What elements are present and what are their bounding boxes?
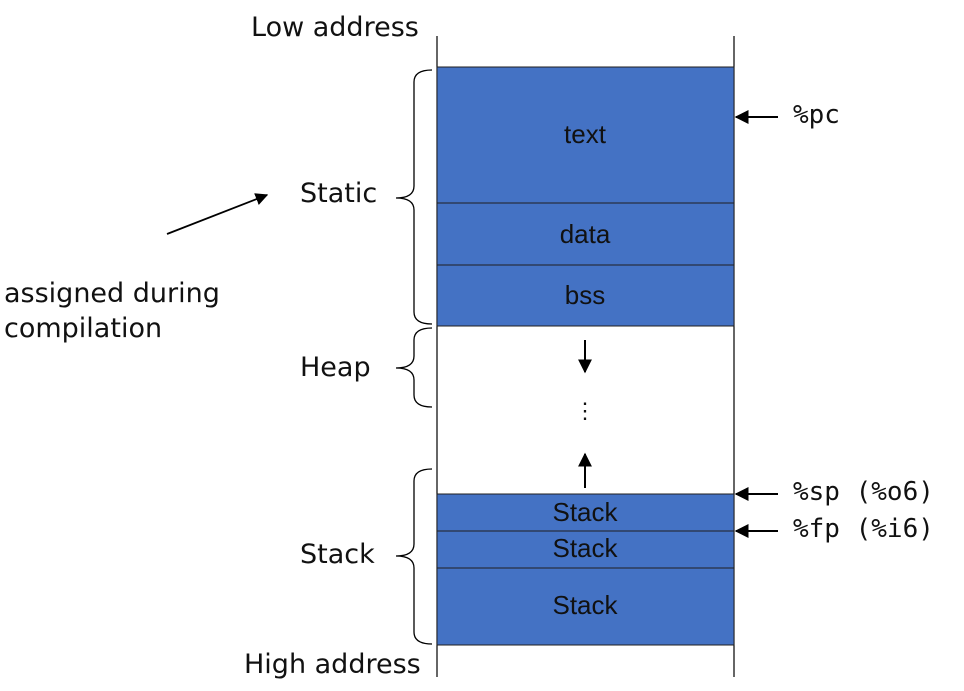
text-segment bbox=[436, 66, 735, 204]
sp-register-label: %sp (%o6) bbox=[793, 477, 934, 507]
annotation-arrow bbox=[166, 193, 269, 235]
high-address-label: High address bbox=[244, 649, 421, 680]
stack-frame-2-label: Stack bbox=[552, 533, 618, 563]
fp-register-label: %fp (%i6) bbox=[793, 514, 934, 544]
stack-frame-2 bbox=[436, 530, 735, 569]
text-segment-label: text bbox=[564, 119, 607, 149]
bss-segment-label: bss bbox=[565, 280, 605, 310]
data-segment-label: data bbox=[560, 219, 611, 249]
stack-frame-3 bbox=[436, 567, 735, 646]
heap-brace bbox=[395, 327, 433, 408]
stack-frame-1-label: Stack bbox=[552, 497, 618, 527]
stack-brace bbox=[395, 468, 433, 645]
pc-register-label: %pc bbox=[793, 100, 840, 130]
gap-ellipsis: ⋮ bbox=[574, 398, 596, 423]
static-brace bbox=[395, 69, 433, 325]
annotation-line-1: assigned during bbox=[4, 278, 220, 309]
stack-region-label: Stack bbox=[300, 539, 375, 570]
annotation-line-2: compilation bbox=[4, 313, 163, 344]
stack-frame-3-label: Stack bbox=[552, 590, 618, 620]
low-address-label: Low address bbox=[251, 12, 419, 43]
data-segment bbox=[436, 202, 735, 266]
heap-region-label: Heap bbox=[300, 352, 371, 383]
static-region-label: Static bbox=[300, 178, 378, 209]
stack-frame-1 bbox=[436, 493, 735, 532]
bss-segment bbox=[436, 264, 735, 327]
